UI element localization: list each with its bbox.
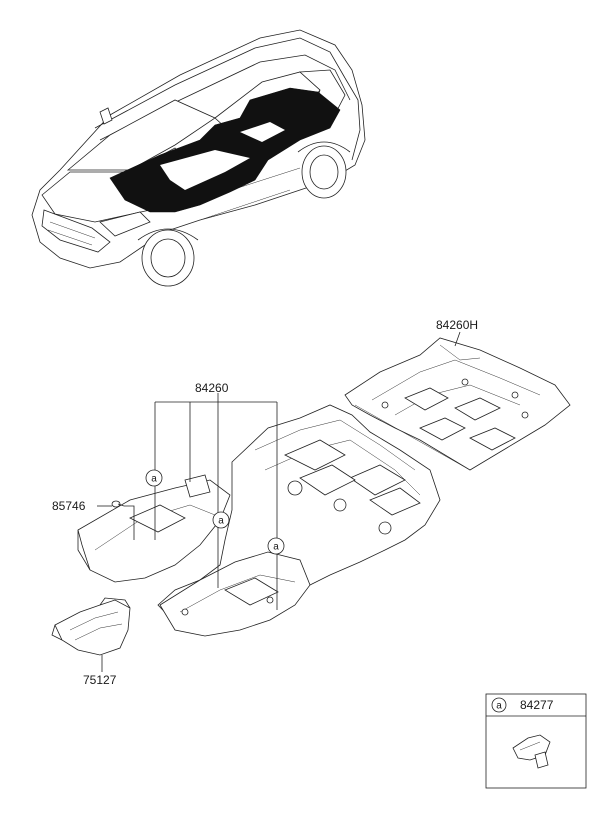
legend-part-number: 84277 [520,698,554,712]
part-number-75127: 75127 [83,673,117,687]
callout-letter: a [218,516,224,527]
rear-floor-carpet-84260H [344,337,571,471]
callout-letter: a [273,542,279,553]
callout-letter: a [151,474,157,485]
callout-circle-2: a [212,511,230,529]
part-number-84260: 84260 [195,381,229,395]
legend-symbol: a [496,701,502,712]
callout-circle-3: a [267,537,285,555]
front-floor-covering-84260 [77,404,441,637]
bolt-85746 [111,500,125,508]
legend-box: a 84277 [485,693,587,789]
vehicle-illustration [31,29,366,287]
part-number-84260H: 84260H [436,318,478,332]
callout-circle-1: a [145,469,163,487]
clip-illustration [512,734,551,769]
foot-rest-75127 [51,597,131,656]
part-number-85746: 85746 [52,499,86,513]
